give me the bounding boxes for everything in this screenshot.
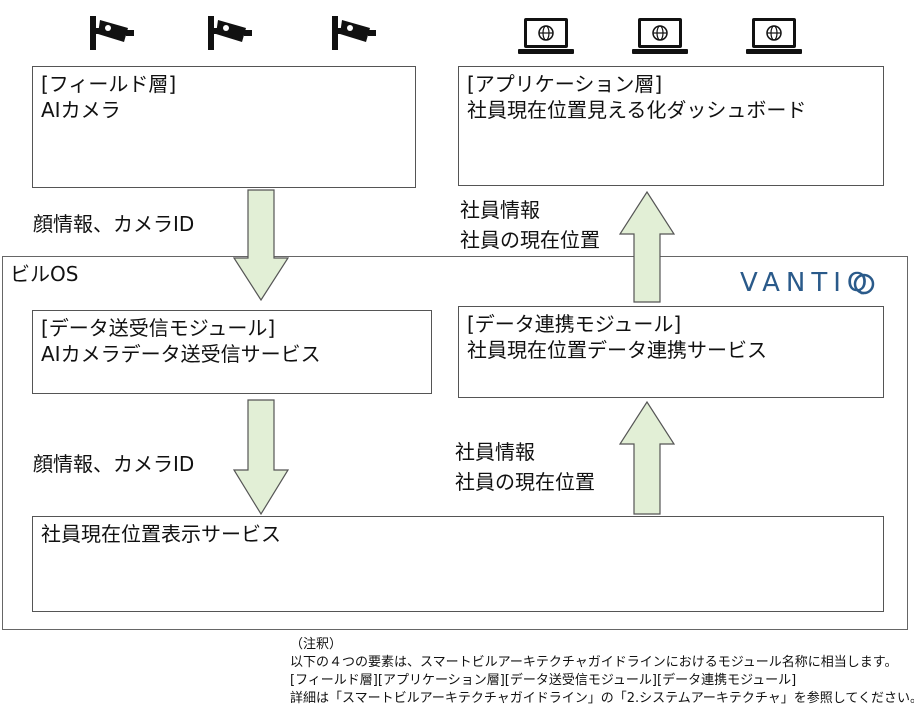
application-layer-subtitle: 社員現在位置見える化ダッシュボード	[467, 98, 807, 122]
data-link-module-subtitle: 社員現在位置データ連携サービス	[467, 338, 767, 362]
data-link-module-box: [データ連携モジュール] 社員現在位置データ連携サービス	[458, 306, 884, 398]
note-line-3: 詳細は「スマートビルアーキテクチャガイドライン」の「2.システムアーキテクチャ」…	[290, 691, 914, 706]
field-layer-title: [フィールド層]	[41, 72, 177, 96]
field-layer-subtitle: AIカメラ	[41, 98, 121, 122]
arrow-up-upper	[618, 190, 676, 303]
note-line-2: [フィールド層][アプリケーション層][データ送受信モジュール][データ連携モジ…	[290, 673, 797, 688]
application-layer-box: [アプリケーション層] 社員現在位置見える化ダッシュボード	[458, 66, 884, 186]
flow-label-face-camera-upper: 顔情報、カメラID	[33, 212, 195, 236]
building-os-label: ビルOS	[10, 262, 79, 286]
building-os-frame	[2, 256, 908, 630]
flow-label-employee-info-lower: 社員情報	[455, 440, 535, 464]
data-tx-module-subtitle: AIカメラデータ送受信サービス	[41, 342, 321, 366]
field-layer-box: [フィールド層] AIカメラ	[32, 66, 416, 188]
camera-icon	[206, 14, 254, 56]
flow-label-face-camera-lower: 顔情報、カメラID	[33, 452, 195, 476]
application-layer-title: [アプリケーション層]	[467, 72, 663, 96]
flow-label-employee-location-lower: 社員の現在位置	[455, 470, 595, 494]
camera-icon	[330, 14, 378, 56]
display-service-box: 社員現在位置表示サービス	[32, 516, 884, 612]
laptop-globe-icon	[630, 16, 690, 60]
laptop-globe-icon	[744, 16, 804, 60]
flow-label-employee-info-upper: 社員情報	[460, 198, 540, 222]
laptop-globe-icon	[516, 16, 576, 60]
arrow-down-lower	[232, 399, 290, 516]
arrow-up-lower	[618, 400, 676, 515]
vantiq-logo: VANTIQ	[740, 268, 874, 298]
note-heading: （注釈）	[290, 637, 343, 652]
data-tx-module-box: [データ送受信モジュール] AIカメラデータ送受信サービス	[32, 310, 432, 394]
arrow-down-upper	[232, 189, 290, 302]
data-tx-module-title: [データ送受信モジュール]	[41, 316, 276, 340]
display-service-title: 社員現在位置表示サービス	[41, 522, 281, 546]
flow-label-employee-location-upper: 社員の現在位置	[460, 228, 600, 252]
vantiq-q-mark	[853, 273, 875, 295]
camera-icon	[88, 14, 136, 56]
note-line-1: 以下の４つの要素は、スマートビルアーキテクチャガイドラインにおけるモジュール名称…	[290, 655, 898, 670]
data-link-module-title: [データ連携モジュール]	[467, 312, 682, 336]
